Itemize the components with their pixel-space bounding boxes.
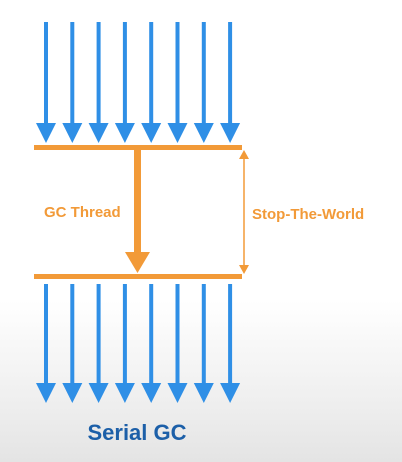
before-gc-thread-arrow-4	[114, 22, 135, 143]
before-gc-thread-arrow-1	[36, 22, 56, 143]
app-threads-before-gc	[36, 22, 241, 143]
after-gc-thread-arrow-3	[88, 284, 109, 403]
stop-end-bar	[34, 274, 242, 279]
before-gc-thread-arrow-6	[167, 22, 188, 143]
gc-thread-arrow	[125, 150, 150, 273]
app-threads-after-gc	[36, 284, 241, 403]
after-gc-thread-arrow-7	[193, 284, 214, 403]
after-gc-thread-arrow-2	[62, 284, 83, 403]
after-gc-thread-arrow-4	[114, 284, 135, 403]
before-gc-thread-arrow-7	[193, 22, 214, 143]
before-gc-thread-arrow-8	[220, 22, 241, 143]
stop-the-world-label: Stop-The-World	[252, 206, 365, 223]
before-gc-thread-arrow-5	[141, 22, 162, 143]
after-gc-thread-arrow-6	[167, 284, 188, 403]
diagram-caption: Serial GC	[87, 420, 187, 445]
gc-thread-label: GC Thread	[44, 204, 121, 221]
after-gc-thread-arrow-1	[36, 284, 56, 403]
after-gc-thread-arrow-5	[141, 284, 162, 403]
after-gc-thread-arrow-8	[220, 284, 241, 403]
stop-start-bar	[34, 145, 242, 150]
before-gc-thread-arrow-3	[88, 22, 109, 143]
before-gc-thread-arrow-2	[62, 22, 83, 143]
stop-the-world-span	[239, 150, 249, 274]
